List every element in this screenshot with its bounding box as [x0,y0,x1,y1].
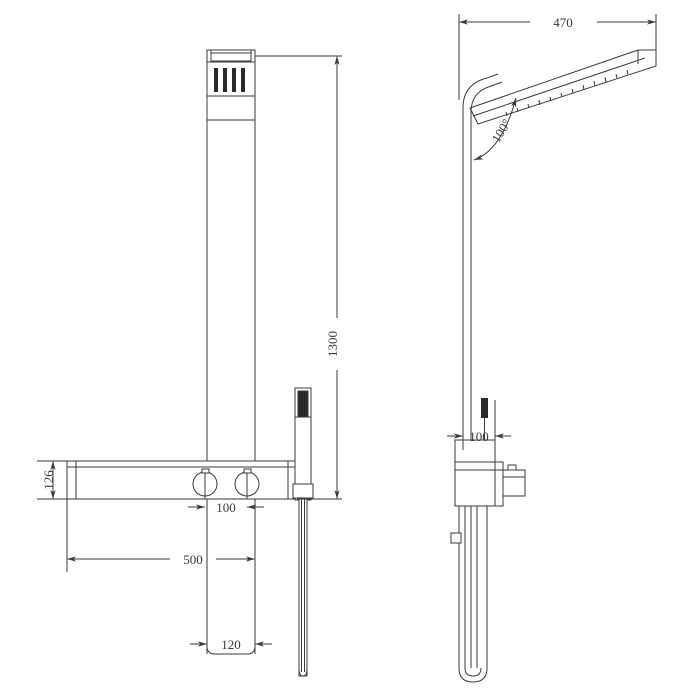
valve-knob-side[interactable] [502,464,526,497]
dimension-label-100-side: 100 [469,429,489,444]
dimension-label-1300: 1300 [325,331,340,357]
hand-shower-wand-side [450,440,488,683]
dimension-label-100-degrees: 100° [488,116,514,145]
dimension-shelf-height [37,460,67,500]
valve-knob-right[interactable] [234,468,260,499]
hand-shower-hose [298,497,308,677]
dimension-label-500: 500 [183,552,203,567]
hand-shower-wand [292,387,314,501]
dimension-body-depth [447,398,511,450]
dimension-label-120: 120 [221,637,241,652]
dimension-label-470: 470 [553,15,573,30]
shower-nozzle-slots [214,68,245,92]
valve-body-side [454,439,504,507]
overhead-shower-head-side [469,49,657,125]
dimension-head-angle [473,97,517,161]
curved-riser-arm [462,73,503,440]
dimension-head-reach [458,14,657,100]
vertical-shower-column [206,50,256,655]
dimension-label-knob-spacing: 100 [216,500,236,515]
dimension-height-total [255,55,342,500]
dimension-shelf-width [66,499,256,572]
dimension-column-width [190,636,272,654]
overhead-shower-head [206,49,256,97]
valve-knob-left[interactable] [192,468,218,499]
dimension-label-126: 126 [41,470,56,490]
mixer-shelf-bar [66,460,298,500]
